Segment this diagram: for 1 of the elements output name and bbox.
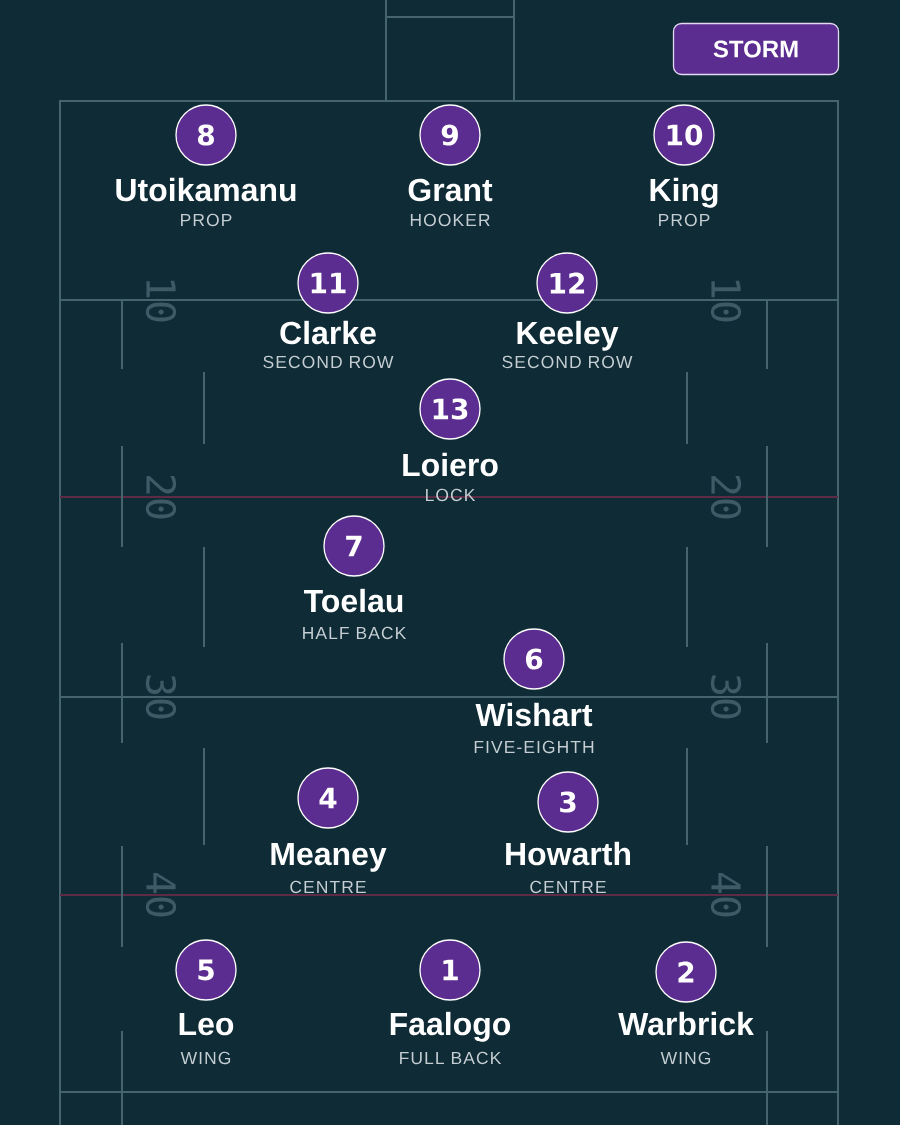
team-name-badge: STORM bbox=[672, 22, 840, 76]
